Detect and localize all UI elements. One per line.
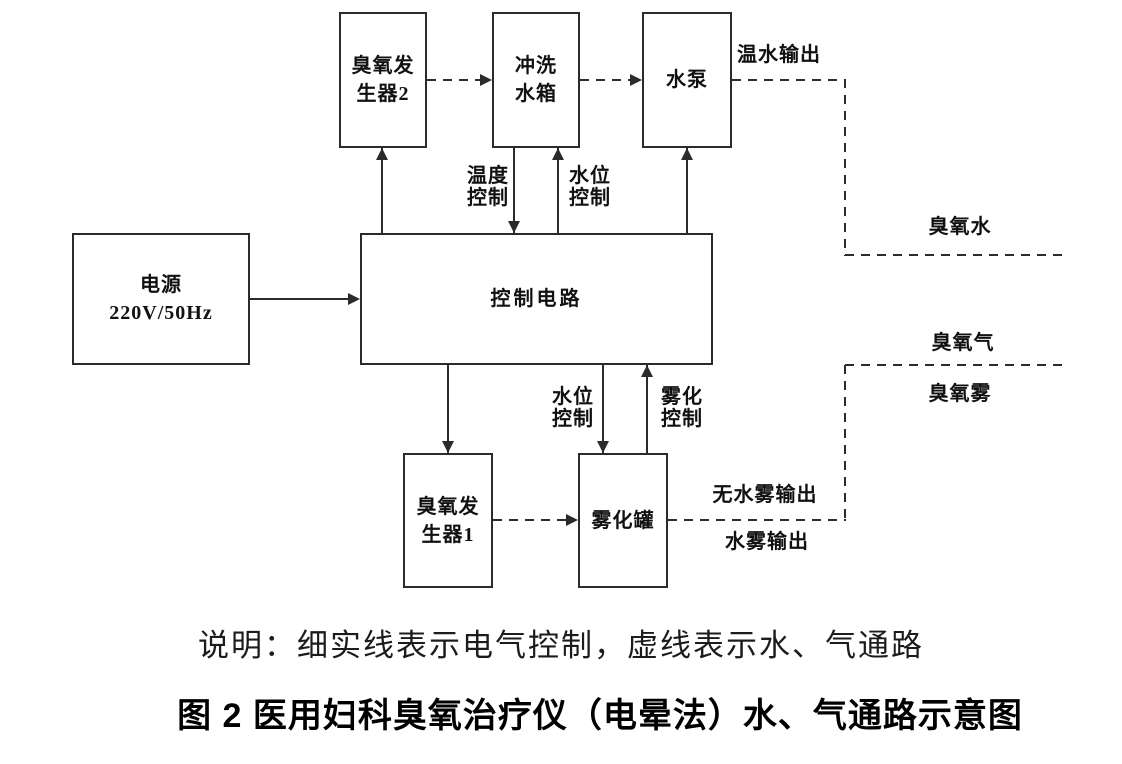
arrowhead-up-into-water-pump [681, 148, 693, 160]
arrowhead-down-into-atomizer-tank [597, 441, 609, 453]
label-warm-water-output: 温水输出 [737, 44, 821, 66]
dashed-line-flush-tank-to-water-pump [580, 79, 631, 81]
arrowhead-down-into-ozone-gen-1 [442, 441, 454, 453]
label-temperature-control: 温度 控制 [467, 165, 509, 209]
solid-line-temperature-control [513, 148, 515, 233]
box-flush-tank: 冲洗 水箱 [492, 12, 580, 148]
arrowhead-right-into-atomizer-tank [566, 514, 578, 526]
label-water-level-control-top: 水位 控制 [569, 165, 611, 209]
figure-title: 图 2 医用妇科臭氧治疗仪（电晕法）水、气通路示意图 [177, 697, 1023, 735]
dashed-line-warm-water-output [732, 79, 846, 81]
dashed-line-ozone-gen-2-to-flush-tank [427, 79, 481, 81]
solid-line-atomization-control [646, 365, 648, 453]
label-water-level-control-bottom: 水位 控制 [552, 386, 594, 430]
box-atomizer-tank: 雾化罐 [578, 453, 668, 588]
solid-line-power-to-control [250, 298, 350, 300]
dashed-line-up-to-ozone-gas [844, 365, 846, 521]
arrowhead-right-into-control-circuit [348, 293, 360, 305]
arrowhead-up-into-ozone-gen-2 [376, 148, 388, 160]
box-control-circuit: 控制电路 [360, 233, 713, 365]
dashed-line-ozone-water-output [845, 254, 1062, 256]
dashed-line-ozone-gas-output [845, 364, 1062, 366]
arrowhead-up-into-control-circuit-atomize [641, 365, 653, 377]
dashed-line-ozone-gen-1-to-atomizer [493, 519, 567, 521]
label-no-water-mist-output: 无水雾输出 [712, 484, 818, 506]
arrowhead-right-into-flush-tank [480, 74, 492, 86]
figure-note: 说明：细实线表示电气控制，虚线表示水、气通路 [198, 628, 924, 663]
dashed-line-down-to-ozone-water [844, 79, 846, 256]
box-power-supply: 电源 220V/50Hz [72, 233, 250, 365]
solid-line-control-to-ozone-gen-2 [381, 148, 383, 233]
label-atomization-control: 雾化 控制 [661, 386, 703, 430]
box-ozone-generator-2: 臭氧发 生器2 [339, 12, 427, 148]
label-ozone-water: 臭氧水 [928, 216, 992, 238]
box-water-pump: 水泵 [642, 12, 732, 148]
arrowhead-down-into-control-circuit-temp [508, 221, 520, 233]
arrowhead-right-into-water-pump [630, 74, 642, 86]
label-ozone-gas: 臭氧气 [931, 332, 995, 354]
solid-line-water-level-control-top [557, 148, 559, 233]
arrowhead-up-into-flush-tank [552, 148, 564, 160]
label-water-mist-output: 水雾输出 [725, 531, 809, 553]
label-ozone-mist: 臭氧雾 [928, 383, 992, 405]
solid-line-control-to-ozone-gen-1 [447, 365, 449, 453]
solid-line-water-level-control-bottom [602, 365, 604, 453]
dashed-line-mist-output [668, 519, 846, 521]
box-ozone-generator-1: 臭氧发 生器1 [403, 453, 493, 588]
solid-line-control-to-water-pump [686, 148, 688, 233]
